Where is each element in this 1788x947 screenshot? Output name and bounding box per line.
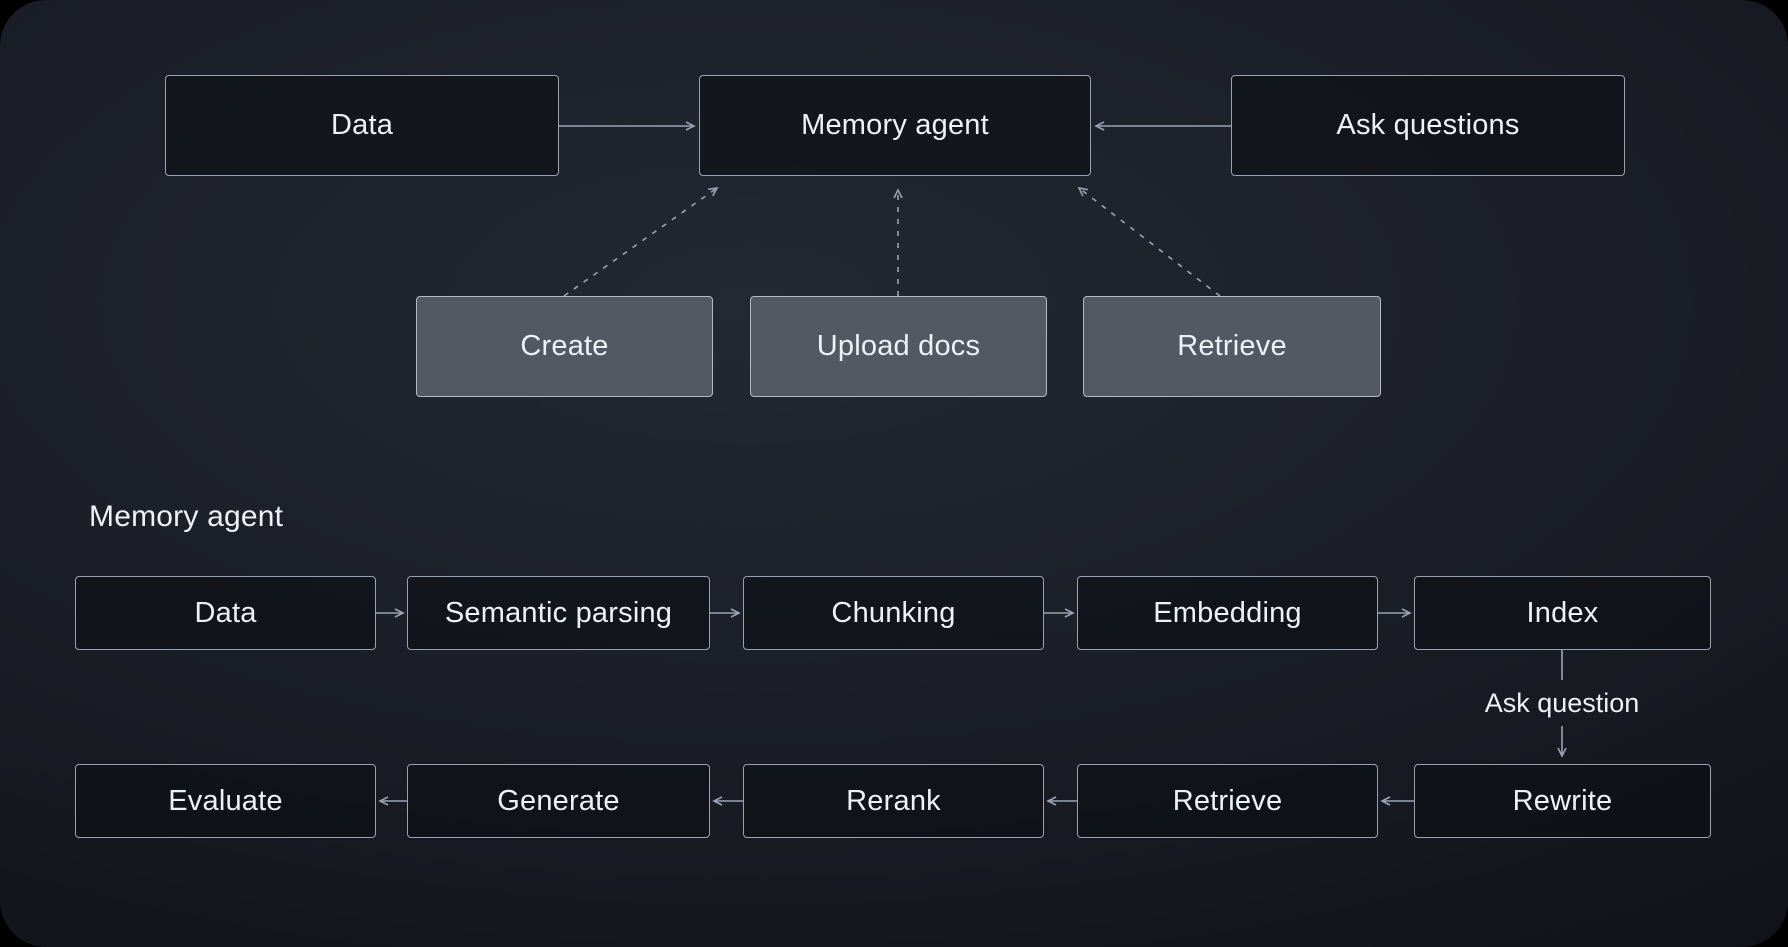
node-index: Index [1414, 576, 1711, 650]
node-label: Data [330, 109, 394, 141]
node-rewrite: Rewrite [1414, 764, 1711, 838]
node-pipeline-data: Data [75, 576, 376, 650]
node-label: Upload docs [816, 330, 981, 362]
node-label: Semantic parsing [444, 596, 673, 629]
node-upload-docs: Upload docs [750, 296, 1047, 397]
node-retrieve-step: Retrieve [1077, 764, 1378, 838]
node-label: Data [194, 596, 257, 629]
node-chunking: Chunking [743, 576, 1044, 650]
node-label: Retrieve [1177, 330, 1287, 362]
node-label: Ask questions [1336, 109, 1520, 141]
node-create: Create [416, 296, 713, 397]
node-memory-agent: Memory agent [699, 75, 1091, 176]
node-ask-questions: Ask questions [1231, 75, 1625, 176]
node-label: Memory agent [801, 109, 989, 141]
node-label: Evaluate [168, 784, 283, 817]
node-retrieve-action: Retrieve [1083, 296, 1381, 397]
ask-question-label: Ask question [1484, 688, 1640, 718]
node-label: Rewrite [1512, 784, 1613, 817]
node-label: Embedding [1153, 596, 1302, 629]
node-label: Create [520, 330, 609, 362]
node-generate: Generate [407, 764, 710, 838]
pipeline-heading: Memory agent [89, 500, 284, 533]
node-label: Index [1526, 596, 1599, 629]
node-embedding: Embedding [1077, 576, 1378, 650]
node-label: Retrieve [1172, 784, 1283, 817]
node-label: Generate [497, 784, 620, 817]
node-semantic-parsing: Semantic parsing [407, 576, 710, 650]
node-data-source: Data [165, 75, 559, 176]
node-label: Chunking [831, 596, 956, 629]
node-evaluate: Evaluate [75, 764, 376, 838]
node-label: Rerank [846, 784, 941, 817]
node-rerank: Rerank [743, 764, 1044, 838]
